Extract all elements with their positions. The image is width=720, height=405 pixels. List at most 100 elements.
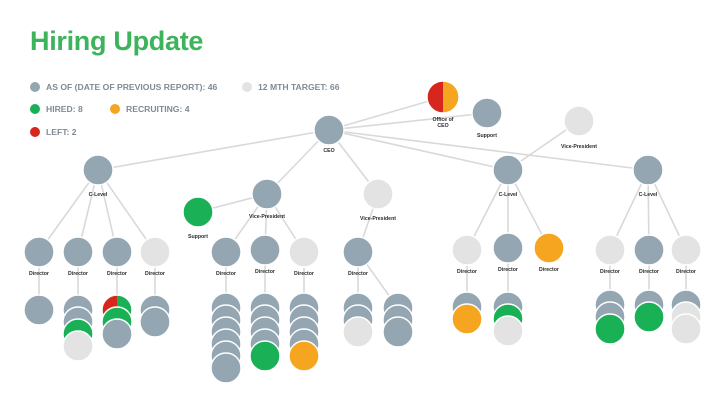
member-target [62, 330, 94, 362]
node-circle [492, 232, 524, 264]
node-dir-1: Director [23, 236, 55, 277]
team-stacks [23, 289, 702, 384]
node-circle [633, 234, 665, 266]
node-label: Director [68, 271, 88, 277]
team-stack-1 [23, 294, 55, 326]
connector-line [328, 96, 444, 131]
team-stack-3 [101, 294, 133, 350]
node-circle [210, 236, 242, 268]
split-left-half [427, 81, 443, 113]
team-stack-4 [139, 294, 171, 338]
node-vp-a: Vice-President [249, 178, 285, 220]
node-label: Director [216, 271, 236, 277]
node-dir-7: Director [288, 236, 320, 277]
member-hired [249, 340, 281, 372]
team-stack-8 [342, 292, 374, 348]
node-label: Director [600, 269, 620, 275]
node-circle [313, 114, 345, 146]
legend-hired: HIRED: 8 [30, 104, 83, 114]
legend-as-of-label: AS OF (DATE OF PREVIOUS REPORT): 46 [46, 82, 218, 92]
node-label: Support [188, 234, 208, 240]
node-circle [451, 234, 483, 266]
node-label: Director [498, 267, 518, 273]
node-circle [101, 236, 133, 268]
node-label: CEO [323, 148, 334, 154]
node-circle [139, 236, 171, 268]
node-label: Director [676, 269, 696, 275]
node-dir-11: Director [533, 232, 565, 273]
node-dir-13: Director [633, 234, 665, 275]
node-dir-12: Director [594, 234, 626, 275]
legend-dot-left [30, 127, 40, 137]
team-stack-5 [210, 292, 242, 384]
legend-left-label: LEFT: 2 [46, 127, 77, 137]
node-dir-14: Director [670, 234, 702, 275]
member-target [670, 313, 702, 345]
node-circle [492, 154, 524, 186]
node-circle [23, 236, 55, 268]
team-stack-11 [492, 291, 524, 347]
node-circle [471, 97, 503, 129]
member-target [342, 316, 374, 348]
node-support-left: Support [182, 196, 214, 240]
node-label: Director [348, 271, 368, 277]
node-label: Vice-President [561, 144, 597, 150]
node-dir-5: Director [210, 236, 242, 277]
team-stack-14 [670, 289, 702, 345]
node-clevel-1: C-Level [82, 154, 114, 198]
node-circle [563, 105, 595, 137]
member-previous [101, 318, 133, 350]
legend-hired-label: HIRED: 8 [46, 104, 83, 114]
node-label: Director [294, 271, 314, 277]
team-stack-7 [288, 292, 320, 372]
connector-line [328, 129, 649, 171]
connector-line [328, 112, 488, 131]
member-recruiting [288, 340, 320, 372]
node-dir-4: Director [139, 236, 171, 277]
node-dir-3: Director [101, 236, 133, 277]
node-dir-8: Director [342, 236, 374, 277]
node-circle [533, 232, 565, 264]
node-circle [182, 196, 214, 228]
member-previous [382, 316, 414, 348]
node-label: Director [107, 271, 127, 277]
team-stack-9 [382, 292, 414, 348]
node-dir-2: Director [62, 236, 94, 277]
member-previous [210, 352, 242, 384]
node-circle [62, 236, 94, 268]
team-stack-6 [249, 292, 281, 372]
node-circle [632, 154, 664, 186]
node-label: Director [457, 269, 477, 275]
legend-dot-target [242, 82, 252, 92]
node-circle [251, 178, 283, 210]
node-clevel-3: C-Level [632, 154, 664, 198]
node-circle [82, 154, 114, 186]
node-label: Vice-President [249, 214, 285, 220]
node-dir-6: Director [249, 234, 281, 275]
legend-recruiting-label: RECRUITING: 4 [126, 104, 190, 114]
member-target [492, 315, 524, 347]
member-hired [633, 301, 665, 333]
team-stack-10 [451, 291, 483, 335]
legend-dot-previous [30, 82, 40, 92]
legend-as-of: AS OF (DATE OF PREVIOUS REPORT): 46 [30, 82, 217, 92]
legend-dot-recruiting [110, 104, 120, 114]
node-vp-top: Vice-President [561, 105, 597, 150]
connector-line [97, 129, 330, 171]
node-dir-10: Director [492, 232, 524, 273]
node-ceo: CEO [313, 114, 345, 154]
node-label: Support [477, 133, 497, 139]
node-dir-9: Director [451, 234, 483, 275]
node-label: Director [639, 269, 659, 275]
node-circle [362, 178, 394, 210]
legend-target: 12 MTH TARGET: 66 [242, 82, 340, 92]
node-circle [288, 236, 320, 268]
node-clevel-2: C-Level [492, 154, 524, 198]
member-recruiting [451, 303, 483, 335]
node-label: C-Level [89, 192, 108, 198]
node-circle [594, 234, 626, 266]
split-right-half [443, 81, 459, 113]
